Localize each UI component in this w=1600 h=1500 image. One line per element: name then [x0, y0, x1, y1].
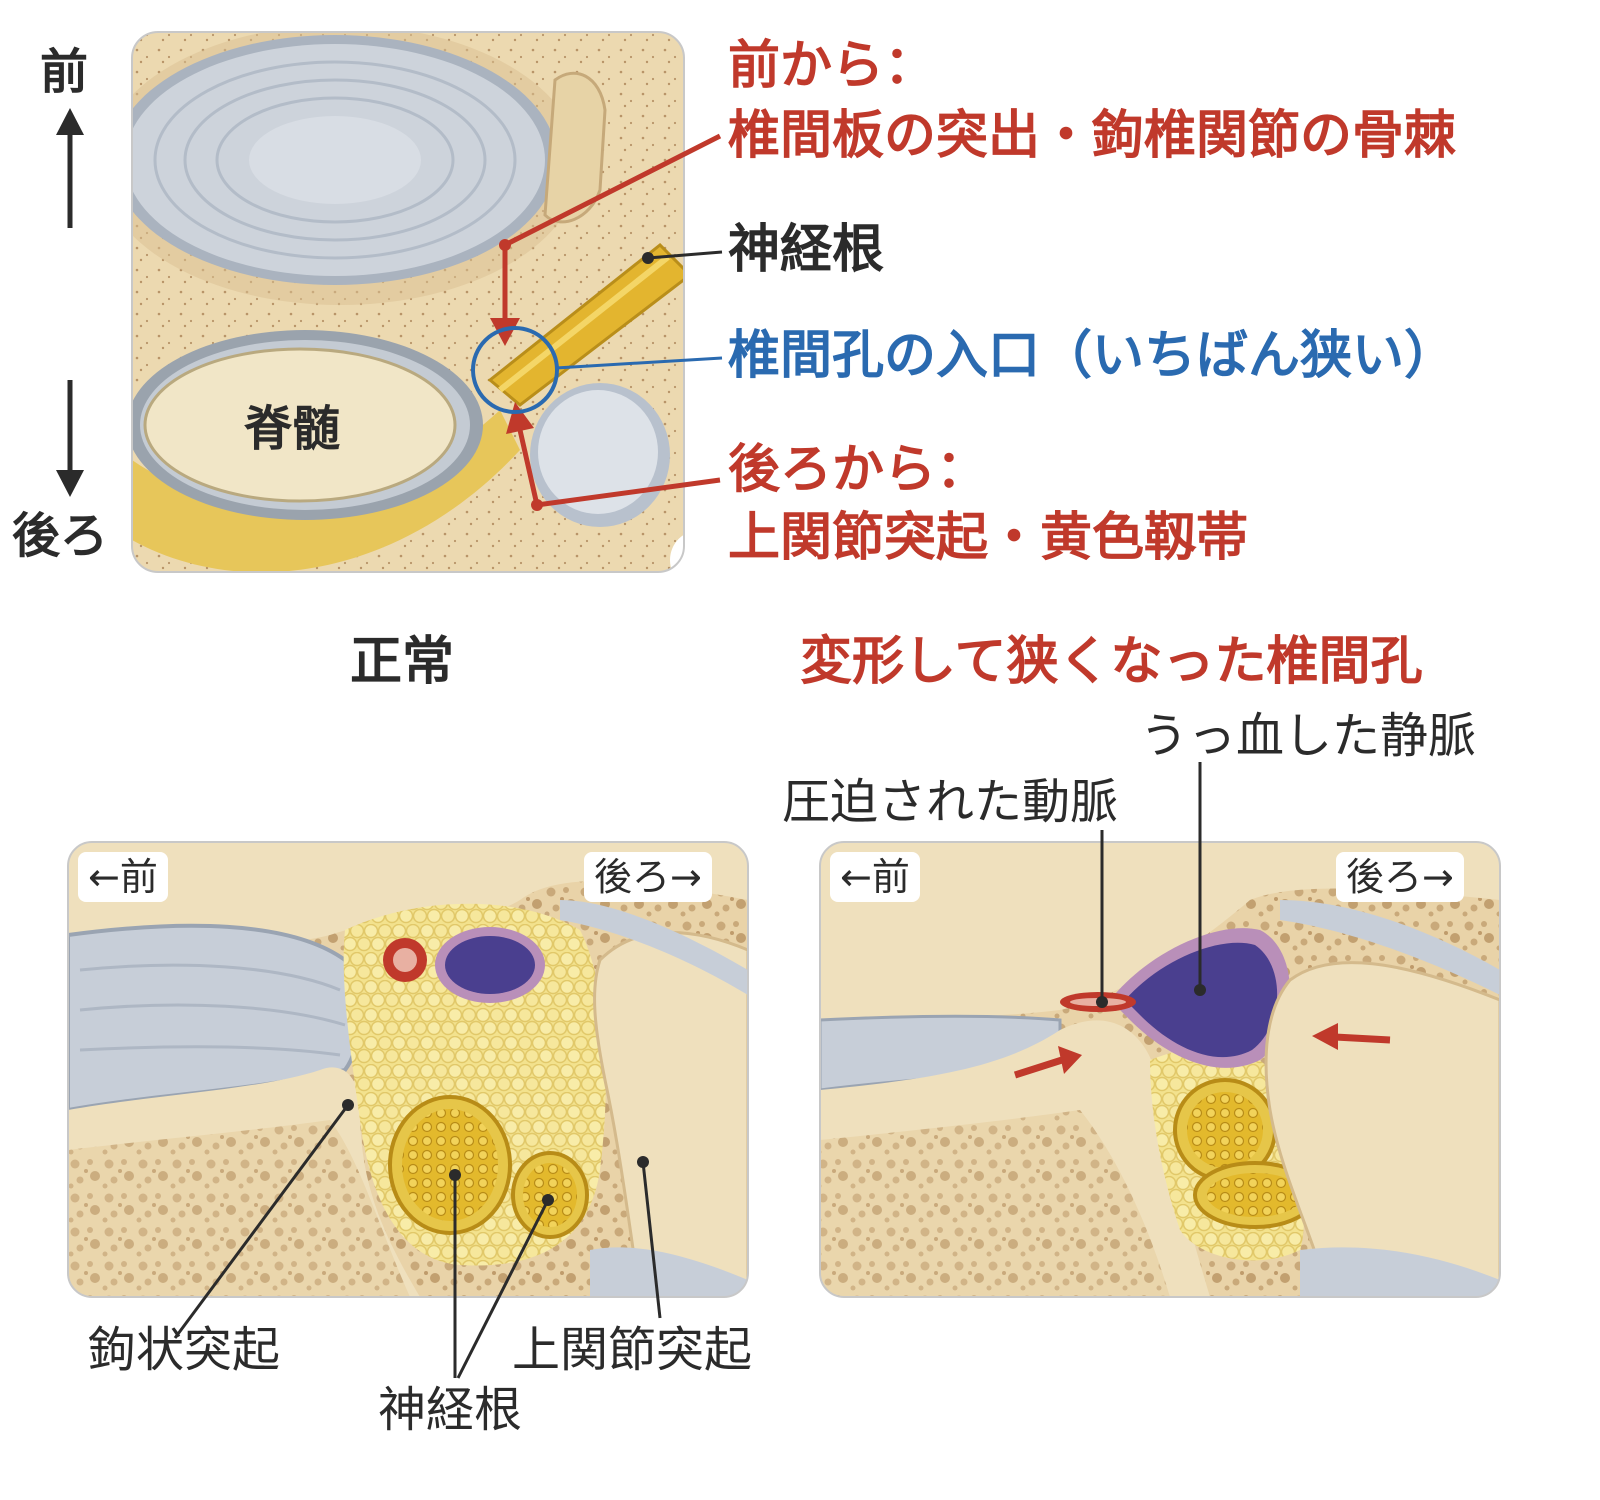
- back-cause-description: 上関節突起・黄色靱帯: [728, 508, 1249, 568]
- narrowed-panel-border: [819, 841, 1501, 1298]
- narrowed-back-badge: 後ろ→: [1336, 852, 1464, 902]
- normal-panel-border: [67, 841, 749, 1298]
- nerve-root-label-bottom: 神経根: [378, 1382, 523, 1438]
- narrowed-front-badge: ←前: [830, 852, 920, 902]
- front-cause-description: 椎間板の突出・鉤椎関節の骨棘: [728, 106, 1457, 166]
- normal-front-badge: ←前: [78, 852, 168, 902]
- normal-section-title: 正常: [350, 632, 455, 692]
- back-direction-label: 後ろ: [12, 508, 109, 564]
- spinal-cord-label: 脊髄: [244, 401, 341, 457]
- normal-back-badge: 後ろ→: [584, 852, 712, 902]
- front-direction-label: 前: [40, 44, 89, 100]
- foramen-entry-circle: [471, 326, 559, 414]
- axial-panel-border: [131, 31, 685, 573]
- narrowed-section-title: 変形して狭くなった椎間孔: [800, 632, 1423, 692]
- uncinate-process-label: 鉤状突起: [88, 1322, 281, 1378]
- normal-foramen-panel: [68, 842, 748, 1297]
- compressed-artery-label: 圧迫された動脈: [782, 774, 1119, 830]
- congested-vein-label: うっ血した静脈: [1140, 708, 1477, 764]
- narrowed-foramen-panel: [820, 842, 1500, 1297]
- back-cause-title: 後ろから：: [728, 440, 989, 500]
- nerve-root-label-top: 神経根: [728, 220, 885, 280]
- foramen-entry-label: 椎間孔の入口（いちばん狭い）: [728, 326, 1457, 386]
- axial-vertebra-panel: [132, 32, 684, 572]
- superior-facet-label: 上関節突起: [512, 1322, 753, 1378]
- front-cause-title: 前から：: [728, 36, 937, 96]
